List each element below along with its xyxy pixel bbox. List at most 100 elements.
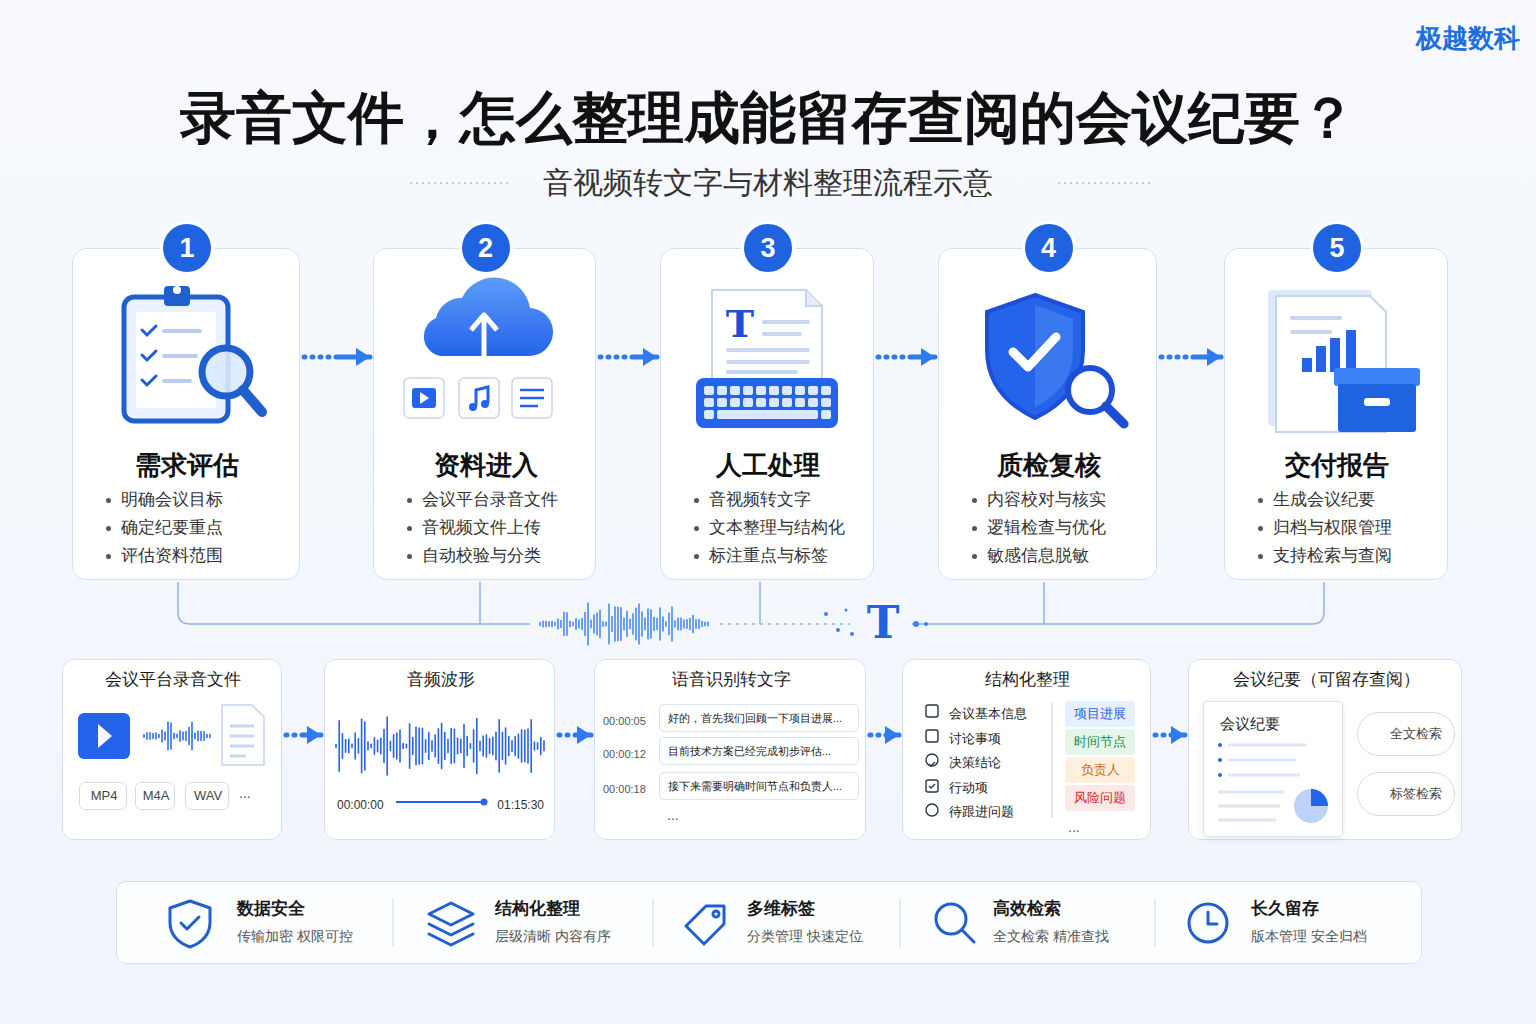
transcript-text: 好的，首先我们回顾一下项目进展...: [668, 705, 842, 731]
brand-label: 极越数科: [1416, 22, 1520, 54]
cloud-upload-icon: [420, 392, 429, 404]
button-text: 标签检索: [1390, 773, 1442, 815]
keyboard-keys: [717, 386, 727, 395]
structure-item: 决策结论: [949, 754, 1001, 771]
text-slot: M4A: [136, 783, 176, 809]
panel-title: 结构化整理: [985, 669, 1070, 691]
bus-waveform: [653, 618, 655, 631]
mini-waveform: [155, 733, 157, 739]
step-bullet: 会议平台录音文件: [404, 486, 558, 514]
stage-panel: 会议平台录音文件...MP4M4AWAV: [62, 659, 282, 840]
step-bullet: 标注重点与标签: [691, 542, 828, 570]
keyboard-keys: [795, 386, 805, 395]
card-fill: [72, 248, 300, 580]
feature-icons: [170, 901, 210, 947]
bus-waveform: [656, 619, 658, 630]
bus-waveform: [632, 614, 634, 634]
feature-heading: 长久留存: [1251, 898, 1319, 920]
step-card: 5交付报告生成会议纪要归档与权限管理支持检索与查阅: [1224, 248, 1448, 580]
structure-icons: [926, 780, 938, 792]
cloud-upload-icon: [404, 278, 553, 418]
audio-waveform: [457, 738, 459, 753]
audio-waveform: [521, 730, 523, 762]
keyboard-keys: [717, 398, 727, 407]
text-slot: T: [722, 303, 758, 345]
text-slot: 结构化整理: [903, 669, 1152, 691]
text-slot: 语音识别转文字: [595, 669, 867, 691]
audio-waveform: [482, 736, 484, 756]
text-slot: 全文检索 精准查找: [993, 927, 1213, 945]
feature-separators: [392, 899, 394, 947]
audio-waveform: [444, 732, 446, 759]
clipboard-icon: [164, 331, 200, 381]
button-text: 全文检索: [1390, 713, 1442, 755]
shield-icon: [1106, 406, 1124, 424]
step-heading: 需求评估: [135, 448, 239, 482]
text-slot: 目前技术方案已经完成初步评估...: [668, 738, 854, 764]
tag-text: 项目进展: [1074, 701, 1126, 727]
structure-item: 行动项: [949, 779, 988, 796]
mini-waveform: [161, 730, 163, 742]
structure-icons: [926, 703, 1052, 818]
transcript-line: 接下来需要明确时间节点和负责人...: [659, 772, 859, 800]
text-slot: 01:15:30: [465, 795, 544, 813]
text-glyph: T: [863, 598, 904, 648]
bus-waveform: [665, 622, 667, 626]
transcript-line: 目前技术方案已经完成初步评估...: [659, 737, 859, 765]
mini-waveform: [176, 734, 178, 737]
text-slot: 风险问题: [1065, 785, 1135, 811]
tag-chip: 时间节点: [1065, 729, 1135, 755]
bus-waveform: [695, 620, 697, 629]
step-number: 3: [744, 224, 792, 272]
text-slot: ...: [239, 784, 273, 802]
text-slot: 会议纪要: [1220, 714, 1330, 734]
bus-waveform: [545, 621, 547, 626]
text-slot: 标签检索: [1390, 773, 1452, 815]
transcript-text: 目前技术方案已经完成初步评估...: [668, 738, 831, 764]
audio-waveform: [524, 730, 526, 761]
step-bullet: 评估资料范围: [103, 542, 223, 570]
mini-waveform: [206, 734, 208, 737]
keyboard-keys: [756, 398, 766, 407]
transcript-text: 接下来需要明确时间节点和负责人...: [668, 773, 842, 799]
audio-waveform: [345, 740, 347, 752]
bus-waveform: [698, 619, 700, 628]
audio-waveform: [450, 728, 452, 763]
step-bullet: 生成会议纪要: [1255, 486, 1375, 514]
card-fill: [373, 248, 596, 580]
mini-waveform: [170, 723, 172, 749]
keyboard-keys: [769, 386, 779, 395]
audio-waveform: [466, 737, 468, 756]
timestamp: 00:00:05: [603, 714, 646, 728]
keyboard-keys: [808, 398, 818, 407]
stage-panel: 音频波形00:00:0001:15:30: [324, 659, 555, 840]
bus-waveform: [626, 612, 628, 637]
keyboard-keys: [704, 386, 831, 419]
text-slot: 结构化整理: [495, 898, 715, 920]
format-chip: M4A: [135, 782, 175, 810]
feature-heading: 结构化整理: [495, 898, 580, 920]
page-title: 录音文件，怎么整理成能留存查阅的会议纪要？: [180, 83, 1356, 153]
text-slot: MP4: [80, 783, 128, 809]
mini-waveform: [149, 733, 151, 739]
audio-waveform: [393, 735, 395, 758]
text-slot: 5: [1313, 224, 1361, 272]
cloud-upload-icon: [481, 400, 489, 408]
bus-waveform: [662, 617, 664, 631]
step-number: 5: [1313, 224, 1361, 272]
text-slot: 会议基本信息: [949, 704, 1049, 722]
text-slot: 敏感信息脱敏: [969, 542, 1148, 570]
mini-waveform: [152, 733, 154, 738]
audio-waveform: [338, 721, 340, 771]
audio-waveform: [377, 740, 379, 751]
process-bus-line: [912, 582, 1324, 624]
audio-waveform: [412, 738, 414, 755]
mini-waveform: [197, 731, 199, 740]
audio-waveform: [374, 738, 376, 755]
text-slot: 1: [163, 224, 211, 272]
text-slot: 评估资料范围: [103, 542, 291, 570]
stage-panel: 会议纪要（可留存查阅）会议纪要全文检索标签检索: [1188, 659, 1462, 840]
audio-waveform: [492, 737, 494, 754]
bus-waveform: [542, 621, 544, 626]
stage-panel: 结构化整理会议基本信息讨论事项决策结论行动项待跟进问题...项目进展时间节点负责…: [902, 659, 1151, 840]
